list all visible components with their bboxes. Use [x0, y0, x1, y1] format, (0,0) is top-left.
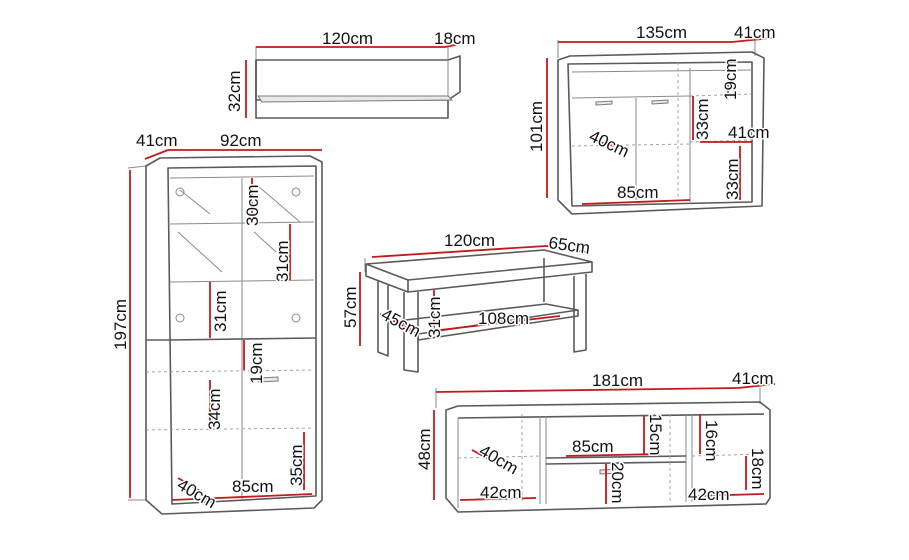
- vitrine-height-label: 197cm: [111, 299, 130, 350]
- table-depth-label: 65cm: [547, 233, 591, 258]
- tv-left-width-line: [459, 497, 537, 501]
- table-leg-depth-line: [379, 313, 413, 331]
- highboard-side-depth-label: 41cm: [728, 123, 770, 142]
- tv-right-width-label: 42cm: [688, 485, 730, 504]
- highboard-inner-width-label: 85cm: [617, 183, 659, 202]
- shelf-depth-line: [444, 43, 461, 48]
- table-width-label: 120cm: [444, 231, 495, 250]
- highboard-top-label: 19cm: [721, 58, 740, 100]
- highboard-depth-label: 41cm: [734, 23, 776, 42]
- table-shelf-width-label: 108cm: [478, 309, 529, 328]
- vitrine-inner-width-line: [171, 493, 313, 501]
- tv-left-width-label: 42cm: [480, 483, 522, 502]
- tv-height-label: 48cm: [415, 428, 434, 470]
- vitrine-depth-label: 41cm: [136, 131, 178, 150]
- vitrine-lower-bottom-label: 35cm: [287, 444, 306, 486]
- vitrine-inner-width-label: 85cm: [232, 477, 274, 496]
- vitrine-inner-depth-line: [177, 477, 203, 493]
- highboard-inner-depth-line: [591, 139, 629, 151]
- table-shelf-width-line: [439, 315, 561, 331]
- highboard-inner-depth-label: 40cm: [586, 126, 632, 161]
- vitrine-cabinet: [127, 149, 323, 515]
- vitrine-glass-low-label: 31cm: [211, 290, 230, 332]
- tv-left-depth-line: [471, 449, 499, 465]
- tv-depth-line: [737, 383, 776, 389]
- tv-right-lower-label: 18cm: [748, 448, 767, 490]
- tv-left-depth-label: 40cm: [476, 441, 522, 478]
- tv-center-top-label: 15cm: [646, 414, 665, 456]
- shelf-height-label: 32cm: [225, 70, 244, 112]
- highboard: [546, 37, 773, 215]
- shelf-depth-label: 18cm: [434, 29, 476, 48]
- coffee-table: [359, 245, 593, 373]
- highboard-lower-label: 33cm: [723, 158, 742, 200]
- wall-shelf: [245, 43, 461, 119]
- vitrine-glass-top-label: 30cm: [243, 184, 262, 226]
- shelf-width-label: 120cm: [322, 29, 373, 48]
- table-depth-line: [545, 245, 587, 253]
- highboard-drawer-label: 33cm: [693, 98, 712, 140]
- highboard-depth-line: [731, 37, 773, 43]
- vitrine-glass-mid-label: 31cm: [273, 240, 292, 282]
- vitrine-width-label: 92cm: [220, 131, 262, 150]
- table-width-line: [371, 245, 547, 258]
- tv-right-width-line: [693, 493, 765, 497]
- vitrine-lower-mid-label: 34cm: [205, 388, 224, 430]
- tv-center-width-label: 85cm: [572, 437, 614, 456]
- highboard-height-label: 101cm: [527, 101, 546, 152]
- table-height-label: 57cm: [341, 286, 360, 328]
- vitrine-inner-depth-label: 40cm: [174, 475, 220, 512]
- highboard-inner-width-line: [581, 199, 691, 205]
- tv-center-bottom-label: 20cm: [608, 462, 627, 504]
- vitrine-middle-label: 19cm: [247, 342, 266, 384]
- tv-depth-label: 41cm: [732, 369, 774, 388]
- vitrine-depth-line: [144, 149, 169, 160]
- tv-width-line: [435, 387, 739, 393]
- highboard-width-label: 135cm: [636, 23, 687, 42]
- tv-stand: [433, 383, 776, 513]
- table-leg-depth-label: 45cm: [378, 305, 424, 341]
- tv-width-label: 181cm: [592, 371, 643, 390]
- tv-center-width-line: [565, 453, 661, 457]
- tv-right-top-label: 16cm: [702, 420, 721, 462]
- table-clearance-label: 31cm: [425, 296, 444, 338]
